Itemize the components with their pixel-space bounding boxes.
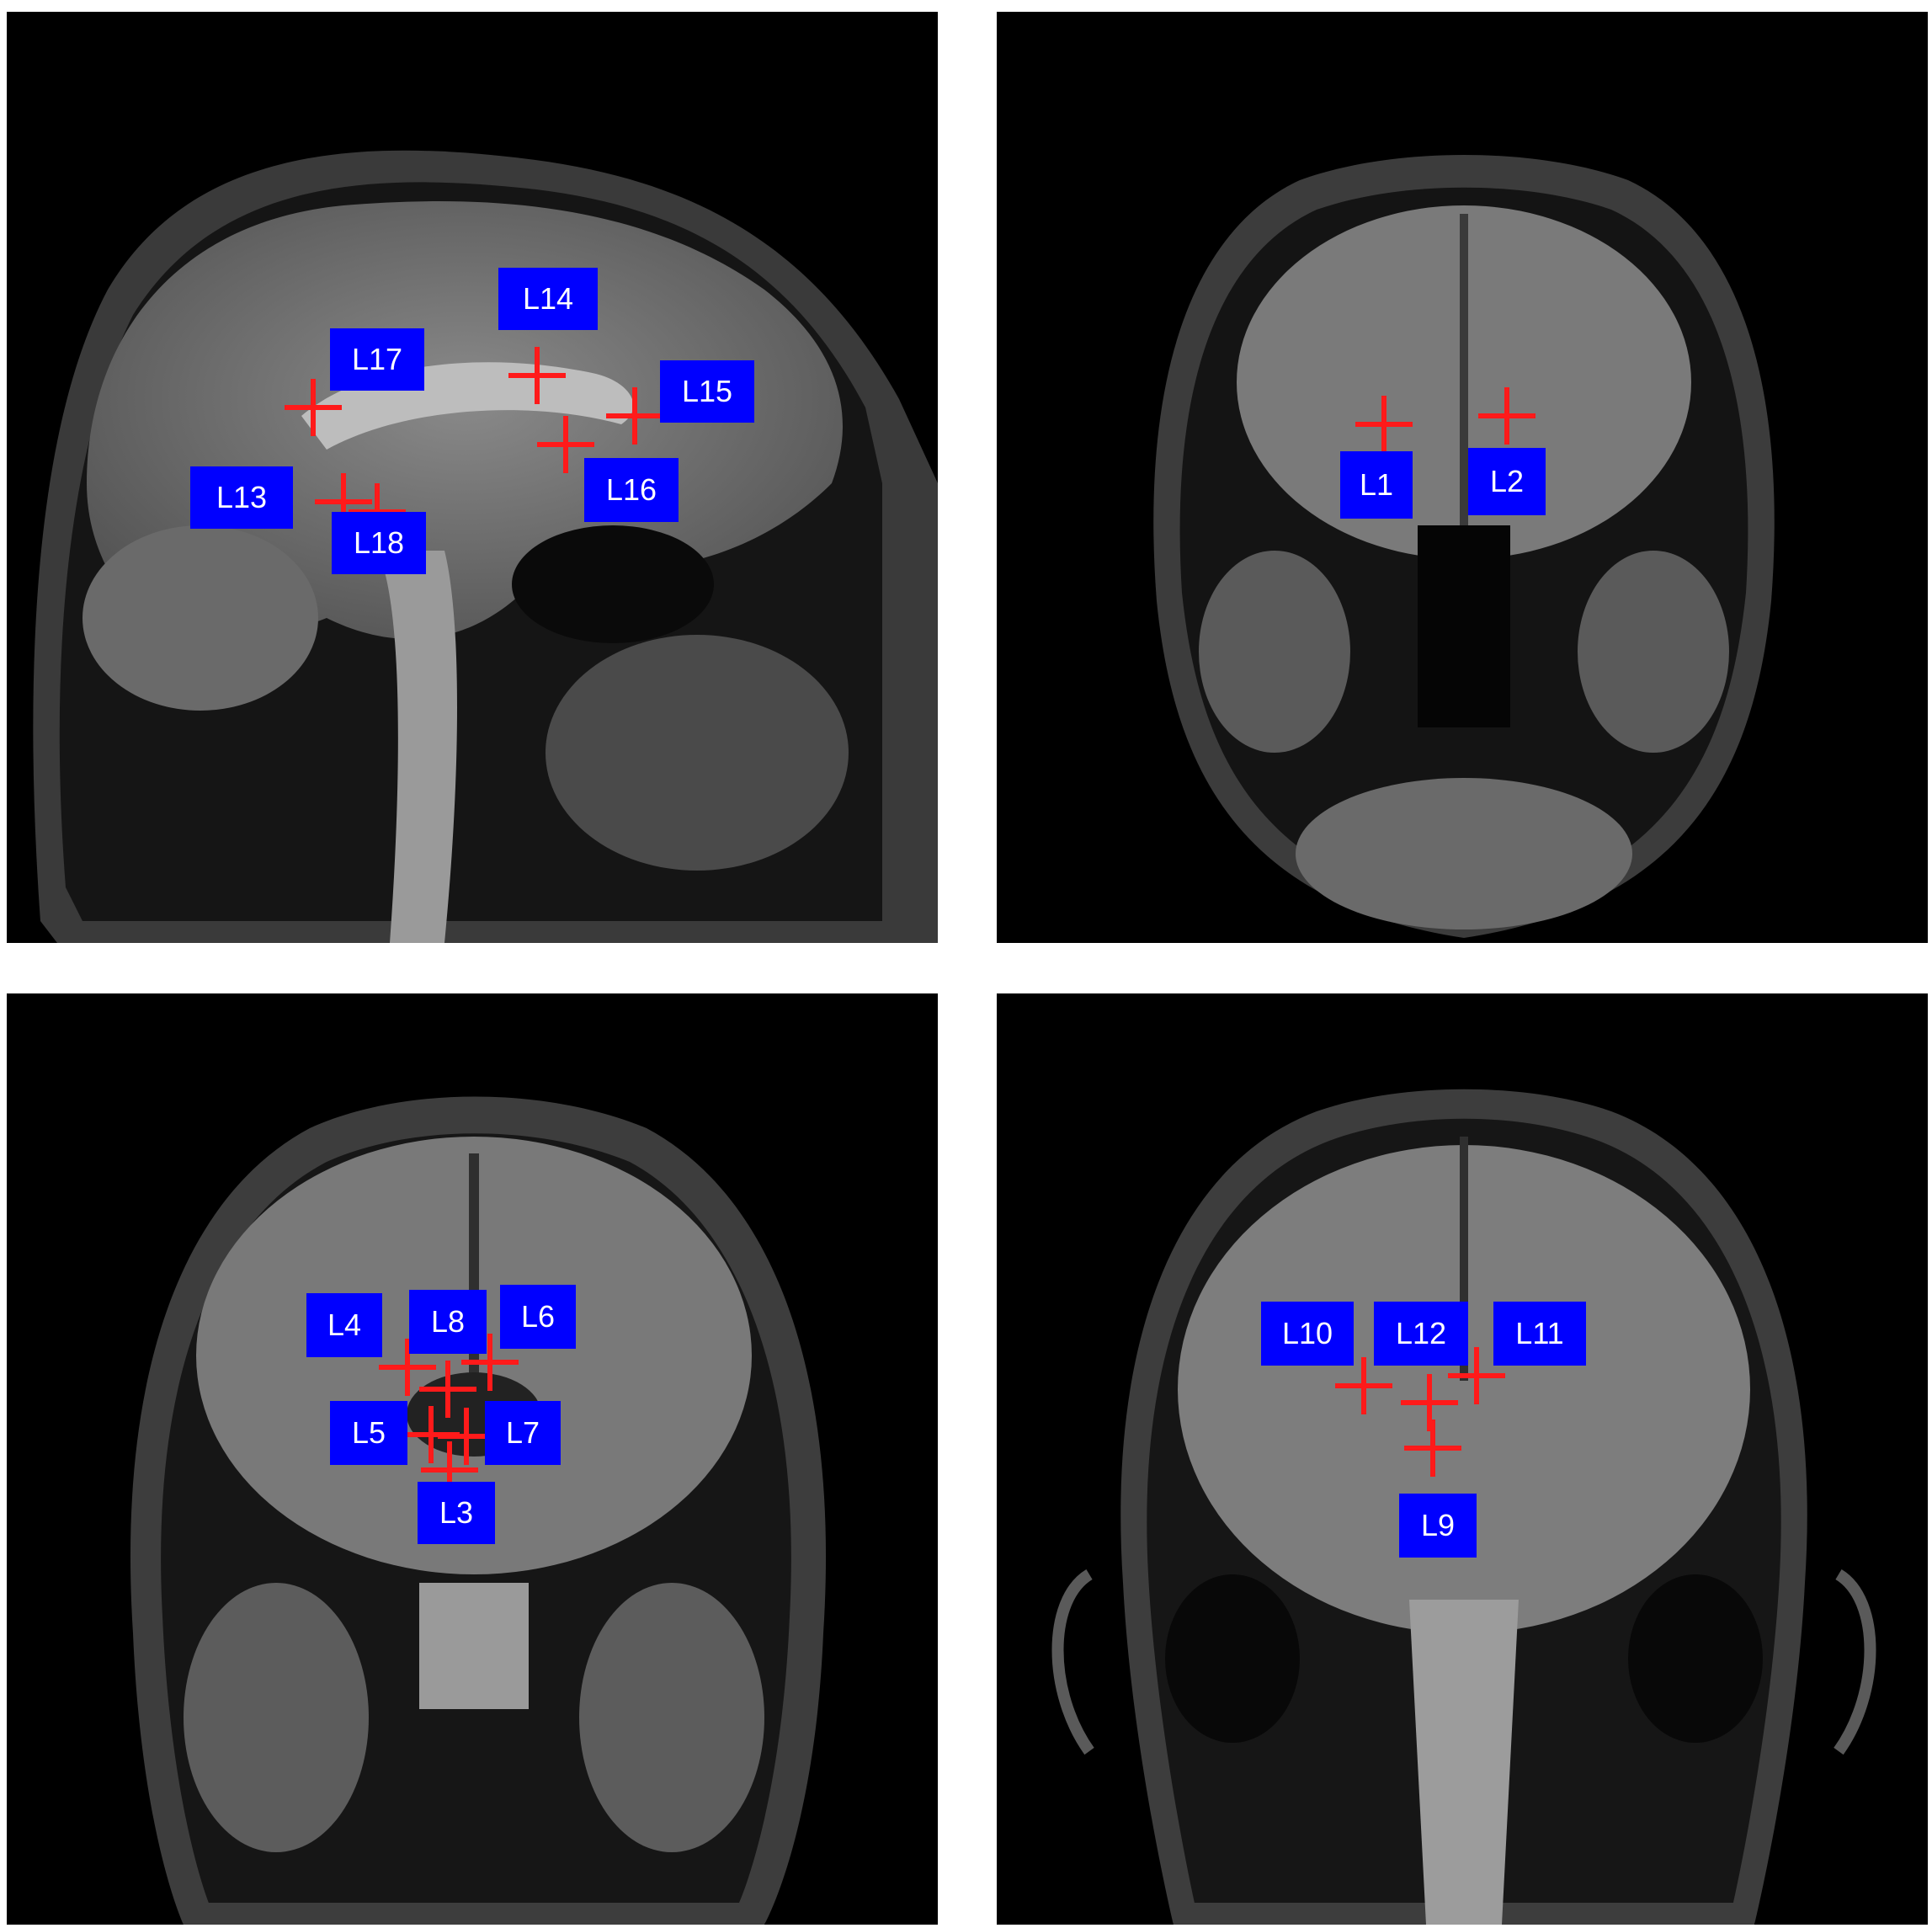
label-l2: L2 bbox=[1468, 448, 1546, 515]
marker-l17 bbox=[285, 379, 342, 436]
marker-l2 bbox=[1478, 387, 1535, 445]
label-l9: L9 bbox=[1399, 1494, 1477, 1558]
label-l7: L7 bbox=[485, 1401, 561, 1465]
label-l13: L13 bbox=[190, 466, 293, 529]
label-l3: L3 bbox=[418, 1482, 495, 1544]
marker-l5 bbox=[402, 1406, 460, 1463]
label-l10: L10 bbox=[1261, 1302, 1354, 1366]
mri-panel-coronal-anterior: L1 L2 bbox=[997, 12, 1928, 943]
marker-l7 bbox=[438, 1408, 495, 1465]
label-l4: L4 bbox=[306, 1293, 382, 1357]
marker-l1 bbox=[1355, 396, 1413, 453]
label-l11: L11 bbox=[1493, 1302, 1586, 1366]
mri-coronal-anterior-image bbox=[1153, 155, 1775, 938]
marker-l10 bbox=[1335, 1357, 1392, 1414]
label-l17: L17 bbox=[330, 328, 424, 391]
label-l14: L14 bbox=[498, 268, 598, 330]
marker-l14 bbox=[508, 347, 566, 404]
marker-l8 bbox=[419, 1361, 476, 1418]
marker-l11 bbox=[1448, 1347, 1505, 1404]
label-l12: L12 bbox=[1374, 1302, 1468, 1366]
marker-l4 bbox=[379, 1339, 436, 1396]
label-l6: L6 bbox=[500, 1285, 576, 1349]
marker-l15 bbox=[606, 387, 663, 445]
mri-panel-sagittal: L14 L17 L15 L16 L13 L18 bbox=[7, 12, 938, 943]
mri-sagittal-image bbox=[33, 150, 938, 943]
label-l18: L18 bbox=[332, 512, 426, 574]
mri-panel-coronal-posterior: L10 L12 L11 L9 bbox=[997, 993, 1928, 1925]
label-l15: L15 bbox=[660, 360, 754, 423]
mri-panel-coronal-middle: L4 L8 L6 L5 L7 L3 bbox=[7, 993, 938, 1925]
marker-l3 bbox=[421, 1441, 478, 1499]
marker-l6 bbox=[461, 1334, 519, 1391]
marker-l16 bbox=[537, 416, 594, 473]
label-l5: L5 bbox=[330, 1401, 407, 1465]
marker-l12 bbox=[1401, 1374, 1458, 1431]
marker-l9 bbox=[1404, 1419, 1461, 1477]
label-l1: L1 bbox=[1340, 451, 1413, 519]
marker-l13 bbox=[315, 473, 372, 530]
mri-coronal-posterior-image bbox=[1051, 1089, 1876, 1925]
label-l16: L16 bbox=[584, 458, 679, 522]
label-l8: L8 bbox=[409, 1290, 487, 1354]
